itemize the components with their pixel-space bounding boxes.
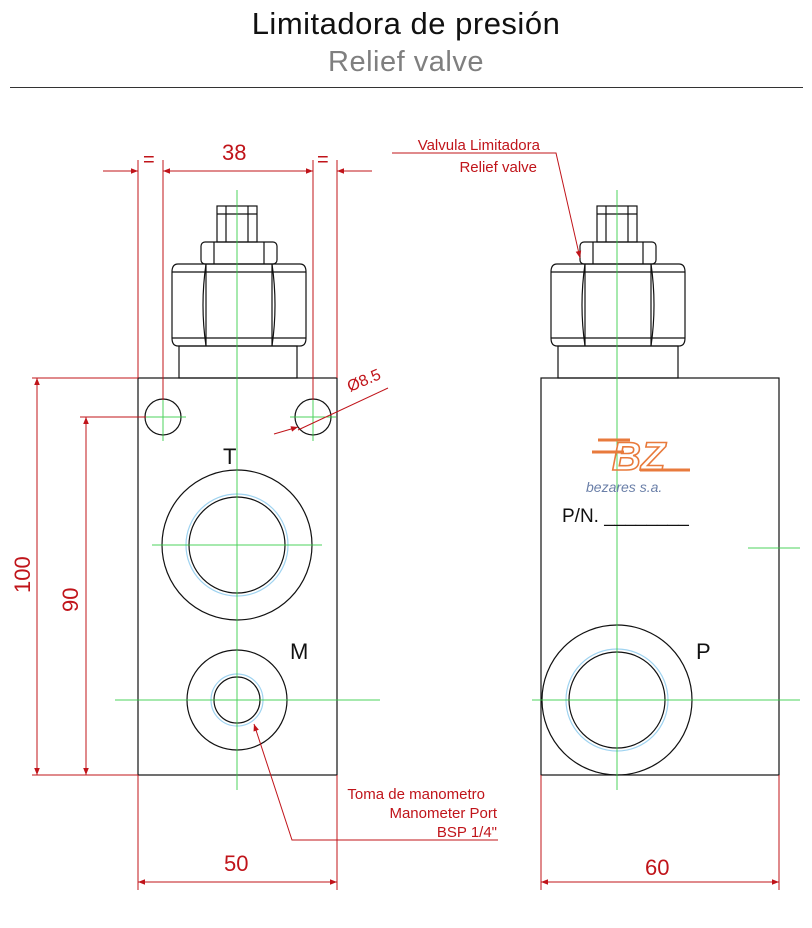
callout-texts: Valvula Limitadora Relief valve Toma de … (347, 137, 540, 841)
page-title: Limitadora de presión (251, 6, 561, 41)
logo-brand-text: bezares s.a. (586, 479, 662, 495)
dim-60: 60 (645, 855, 669, 880)
title-divider (10, 87, 803, 88)
page-subtitle: Relief valve (328, 46, 484, 78)
dim-100: 100 (10, 556, 35, 593)
port-t-label: T (223, 444, 236, 469)
dim-equal-left: = (143, 149, 155, 171)
callout-gauge-thread: BSP 1/4" (437, 824, 497, 841)
callout-gauge-en: Manometer Port (389, 805, 497, 822)
front-cartridge-hex (171, 263, 307, 347)
side-centerlines (532, 190, 800, 790)
dimension-lines (32, 152, 780, 890)
dim-38: 38 (222, 140, 246, 165)
bezares-logo: BZ bezares s.a. (586, 434, 690, 495)
dim-90: 90 (58, 588, 83, 612)
front-lock-nut (200, 241, 278, 265)
callout-relief-en: Relief valve (459, 159, 537, 176)
callout-gauge-es: Toma de manometro (347, 786, 485, 803)
dim-50: 50 (224, 851, 248, 876)
dim-equal-right: = (317, 149, 329, 171)
side-cartridge-collar (557, 345, 679, 379)
port-p-label: P (696, 639, 711, 664)
front-centerlines (115, 190, 380, 790)
callout-relief-es: Valvula Limitadora (418, 137, 541, 154)
side-cartridge-hex (550, 263, 686, 347)
front-cartridge-collar (178, 345, 298, 379)
logo-monogram: BZ (612, 435, 667, 479)
port-m-label: M (290, 639, 308, 664)
side-body (540, 377, 780, 776)
part-number-label: P/N. ________ (562, 506, 689, 527)
side-lock-nut (579, 241, 657, 265)
dim-hole-diameter: Ø8.5 (345, 366, 384, 395)
